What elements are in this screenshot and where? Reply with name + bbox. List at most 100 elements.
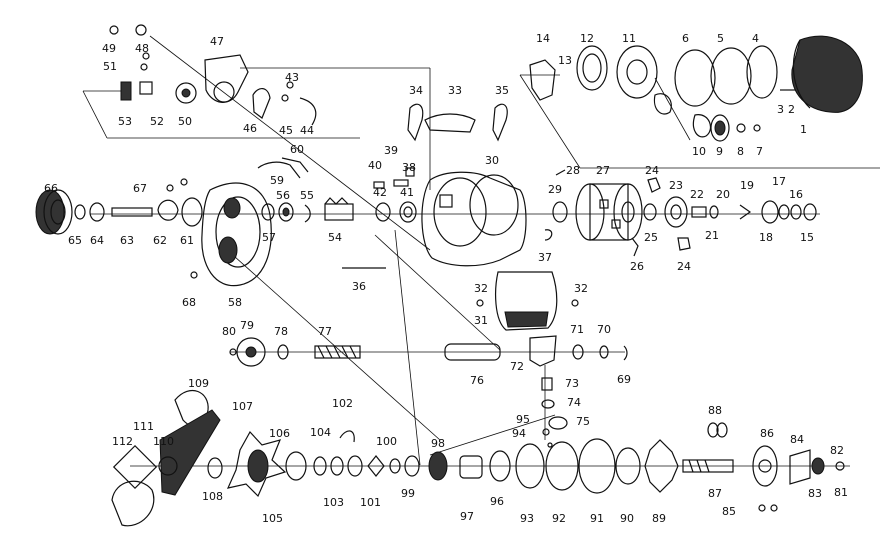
label-67: 67: [133, 182, 147, 195]
label-38: 38: [402, 161, 416, 174]
label-91: 91: [590, 512, 604, 525]
label-40: 40: [368, 159, 382, 172]
label-105: 105: [262, 512, 283, 525]
upper-left-mechanism: [109, 24, 317, 126]
label-4: 4: [752, 32, 759, 45]
label-1: 1: [800, 123, 807, 136]
label-84: 84: [790, 433, 804, 446]
left-side-plate-assembly: [157, 157, 354, 287]
label-101: 101: [360, 496, 381, 509]
label-111: 111: [133, 420, 154, 433]
label-8: 8: [737, 145, 744, 158]
label-106: 106: [269, 427, 290, 440]
label-74: 74: [567, 396, 581, 409]
label-52: 52: [150, 115, 164, 128]
label-73: 73: [565, 377, 579, 390]
label-37: 37: [538, 251, 552, 264]
callout-labels: 1 2 3 4 5 6 7 8 9 10 11 12 13 14 15 16 1…: [44, 32, 848, 525]
label-22: 22: [690, 188, 704, 201]
side-cover-assembly: [529, 35, 863, 142]
label-25: 25: [644, 231, 658, 244]
label-50: 50: [178, 115, 192, 128]
label-108: 108: [202, 490, 223, 503]
label-31: 31: [474, 314, 488, 327]
label-36: 36: [352, 280, 366, 293]
label-49: 49: [102, 42, 116, 55]
label-104: 104: [310, 426, 331, 439]
label-71: 71: [570, 323, 584, 336]
label-68: 68: [182, 296, 196, 309]
label-82: 82: [830, 444, 844, 457]
frame-assembly: [342, 103, 579, 331]
label-33: 33: [448, 84, 462, 97]
label-24a: 24: [645, 164, 659, 177]
side-cover-part-1: [791, 35, 863, 113]
label-83: 83: [808, 487, 822, 500]
label-59: 59: [270, 174, 284, 187]
label-93: 93: [520, 512, 534, 525]
label-81: 81: [834, 486, 848, 499]
label-19: 19: [740, 179, 754, 192]
label-100: 100: [376, 435, 397, 448]
label-23: 23: [669, 179, 683, 192]
label-16: 16: [789, 188, 803, 201]
label-45: 45: [279, 124, 293, 137]
handle-and-drive-train: [111, 389, 845, 527]
label-39: 39: [384, 144, 398, 157]
label-77: 77: [318, 325, 332, 338]
label-61: 61: [180, 234, 194, 247]
left-end-parts: [35, 178, 188, 235]
label-90: 90: [620, 512, 634, 525]
label-20: 20: [716, 188, 730, 201]
label-99: 99: [401, 487, 415, 500]
label-86: 86: [760, 427, 774, 440]
label-15: 15: [800, 231, 814, 244]
label-80: 80: [222, 325, 236, 338]
label-9: 9: [716, 145, 723, 158]
label-43: 43: [285, 71, 299, 84]
label-70: 70: [597, 323, 611, 336]
label-21: 21: [705, 229, 719, 242]
label-32b: 32: [574, 282, 588, 295]
label-64: 64: [90, 234, 104, 247]
label-98: 98: [431, 437, 445, 450]
label-44: 44: [300, 124, 314, 137]
label-51: 51: [103, 60, 117, 73]
label-35: 35: [495, 84, 509, 97]
label-65: 65: [68, 234, 82, 247]
label-76: 76: [470, 374, 484, 387]
label-13: 13: [558, 54, 572, 67]
label-46: 46: [243, 122, 257, 135]
label-88: 88: [708, 404, 722, 417]
label-18: 18: [759, 231, 773, 244]
label-29: 29: [548, 183, 562, 196]
label-3: 3: [777, 103, 784, 116]
label-89: 89: [652, 512, 666, 525]
label-11: 11: [622, 32, 636, 45]
label-5: 5: [717, 32, 724, 45]
label-96: 96: [490, 495, 504, 508]
label-41: 41: [400, 186, 414, 199]
label-109: 109: [188, 377, 209, 390]
label-103: 103: [323, 496, 344, 509]
label-85: 85: [722, 505, 736, 518]
label-42: 42: [373, 186, 387, 199]
label-75: 75: [576, 415, 590, 428]
label-87: 87: [708, 487, 722, 500]
label-54: 54: [328, 231, 342, 244]
label-32a: 32: [474, 282, 488, 295]
label-57: 57: [262, 231, 276, 244]
label-112: 112: [112, 435, 133, 448]
label-62: 62: [153, 234, 167, 247]
label-24b: 24: [677, 260, 691, 273]
label-110: 110: [153, 435, 174, 448]
label-56: 56: [276, 189, 290, 202]
label-10: 10: [692, 145, 706, 158]
label-79: 79: [240, 319, 254, 332]
label-78: 78: [274, 325, 288, 338]
label-94: 94: [512, 427, 526, 440]
label-6: 6: [682, 32, 689, 45]
label-28: 28: [566, 164, 580, 177]
label-60: 60: [290, 143, 304, 156]
label-72: 72: [510, 360, 524, 373]
